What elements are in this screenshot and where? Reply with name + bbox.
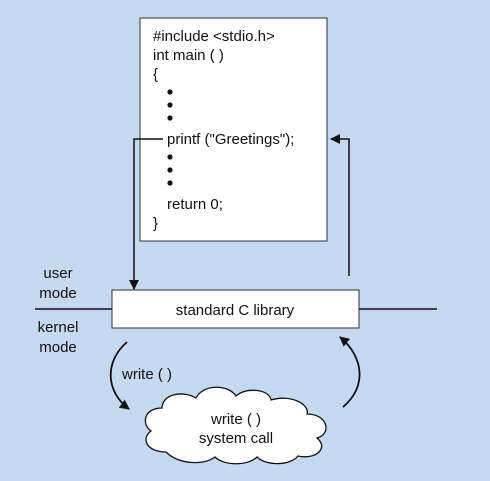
cloud-label-line1: write ( )	[210, 411, 261, 428]
user-mode-label-line2: mode	[39, 285, 77, 302]
code-ellipsis-top	[167, 89, 173, 121]
code-ellipsis-bottom	[167, 154, 173, 186]
user-mode-label-line1: user	[43, 265, 72, 282]
ellipsis-dot	[167, 180, 173, 186]
code-open-brace: {	[153, 66, 158, 83]
standard-c-library-box	[111, 289, 360, 329]
syscall-return-arrow	[339, 336, 361, 408]
code-printf-line: printf ("Greetings");	[167, 131, 294, 148]
kernel-mode-label-line1: kernel	[38, 319, 79, 336]
call-arrow	[129, 138, 163, 290]
ellipsis-dot	[167, 115, 173, 121]
code-return-line: return 0;	[167, 196, 223, 213]
ellipsis-dot	[167, 89, 173, 95]
ellipsis-dot	[167, 102, 173, 108]
write-call-label: write ( )	[121, 366, 172, 383]
ellipsis-dot	[167, 154, 173, 160]
kernel-mode-label-line2: mode	[39, 339, 77, 356]
code-main-line: int main ( )	[153, 47, 224, 64]
system-call-cloud	[144, 386, 327, 465]
program-code-box	[139, 17, 328, 242]
standard-c-library-label: standard C library	[176, 302, 295, 319]
code-close-brace: }	[153, 215, 158, 232]
code-include-line: #include <stdio.h>	[153, 28, 275, 45]
syscall-invoke-arrow	[109, 341, 130, 410]
ellipsis-dot	[167, 167, 173, 173]
return-arrow	[330, 134, 350, 276]
cloud-label-line2: system call	[199, 430, 273, 447]
